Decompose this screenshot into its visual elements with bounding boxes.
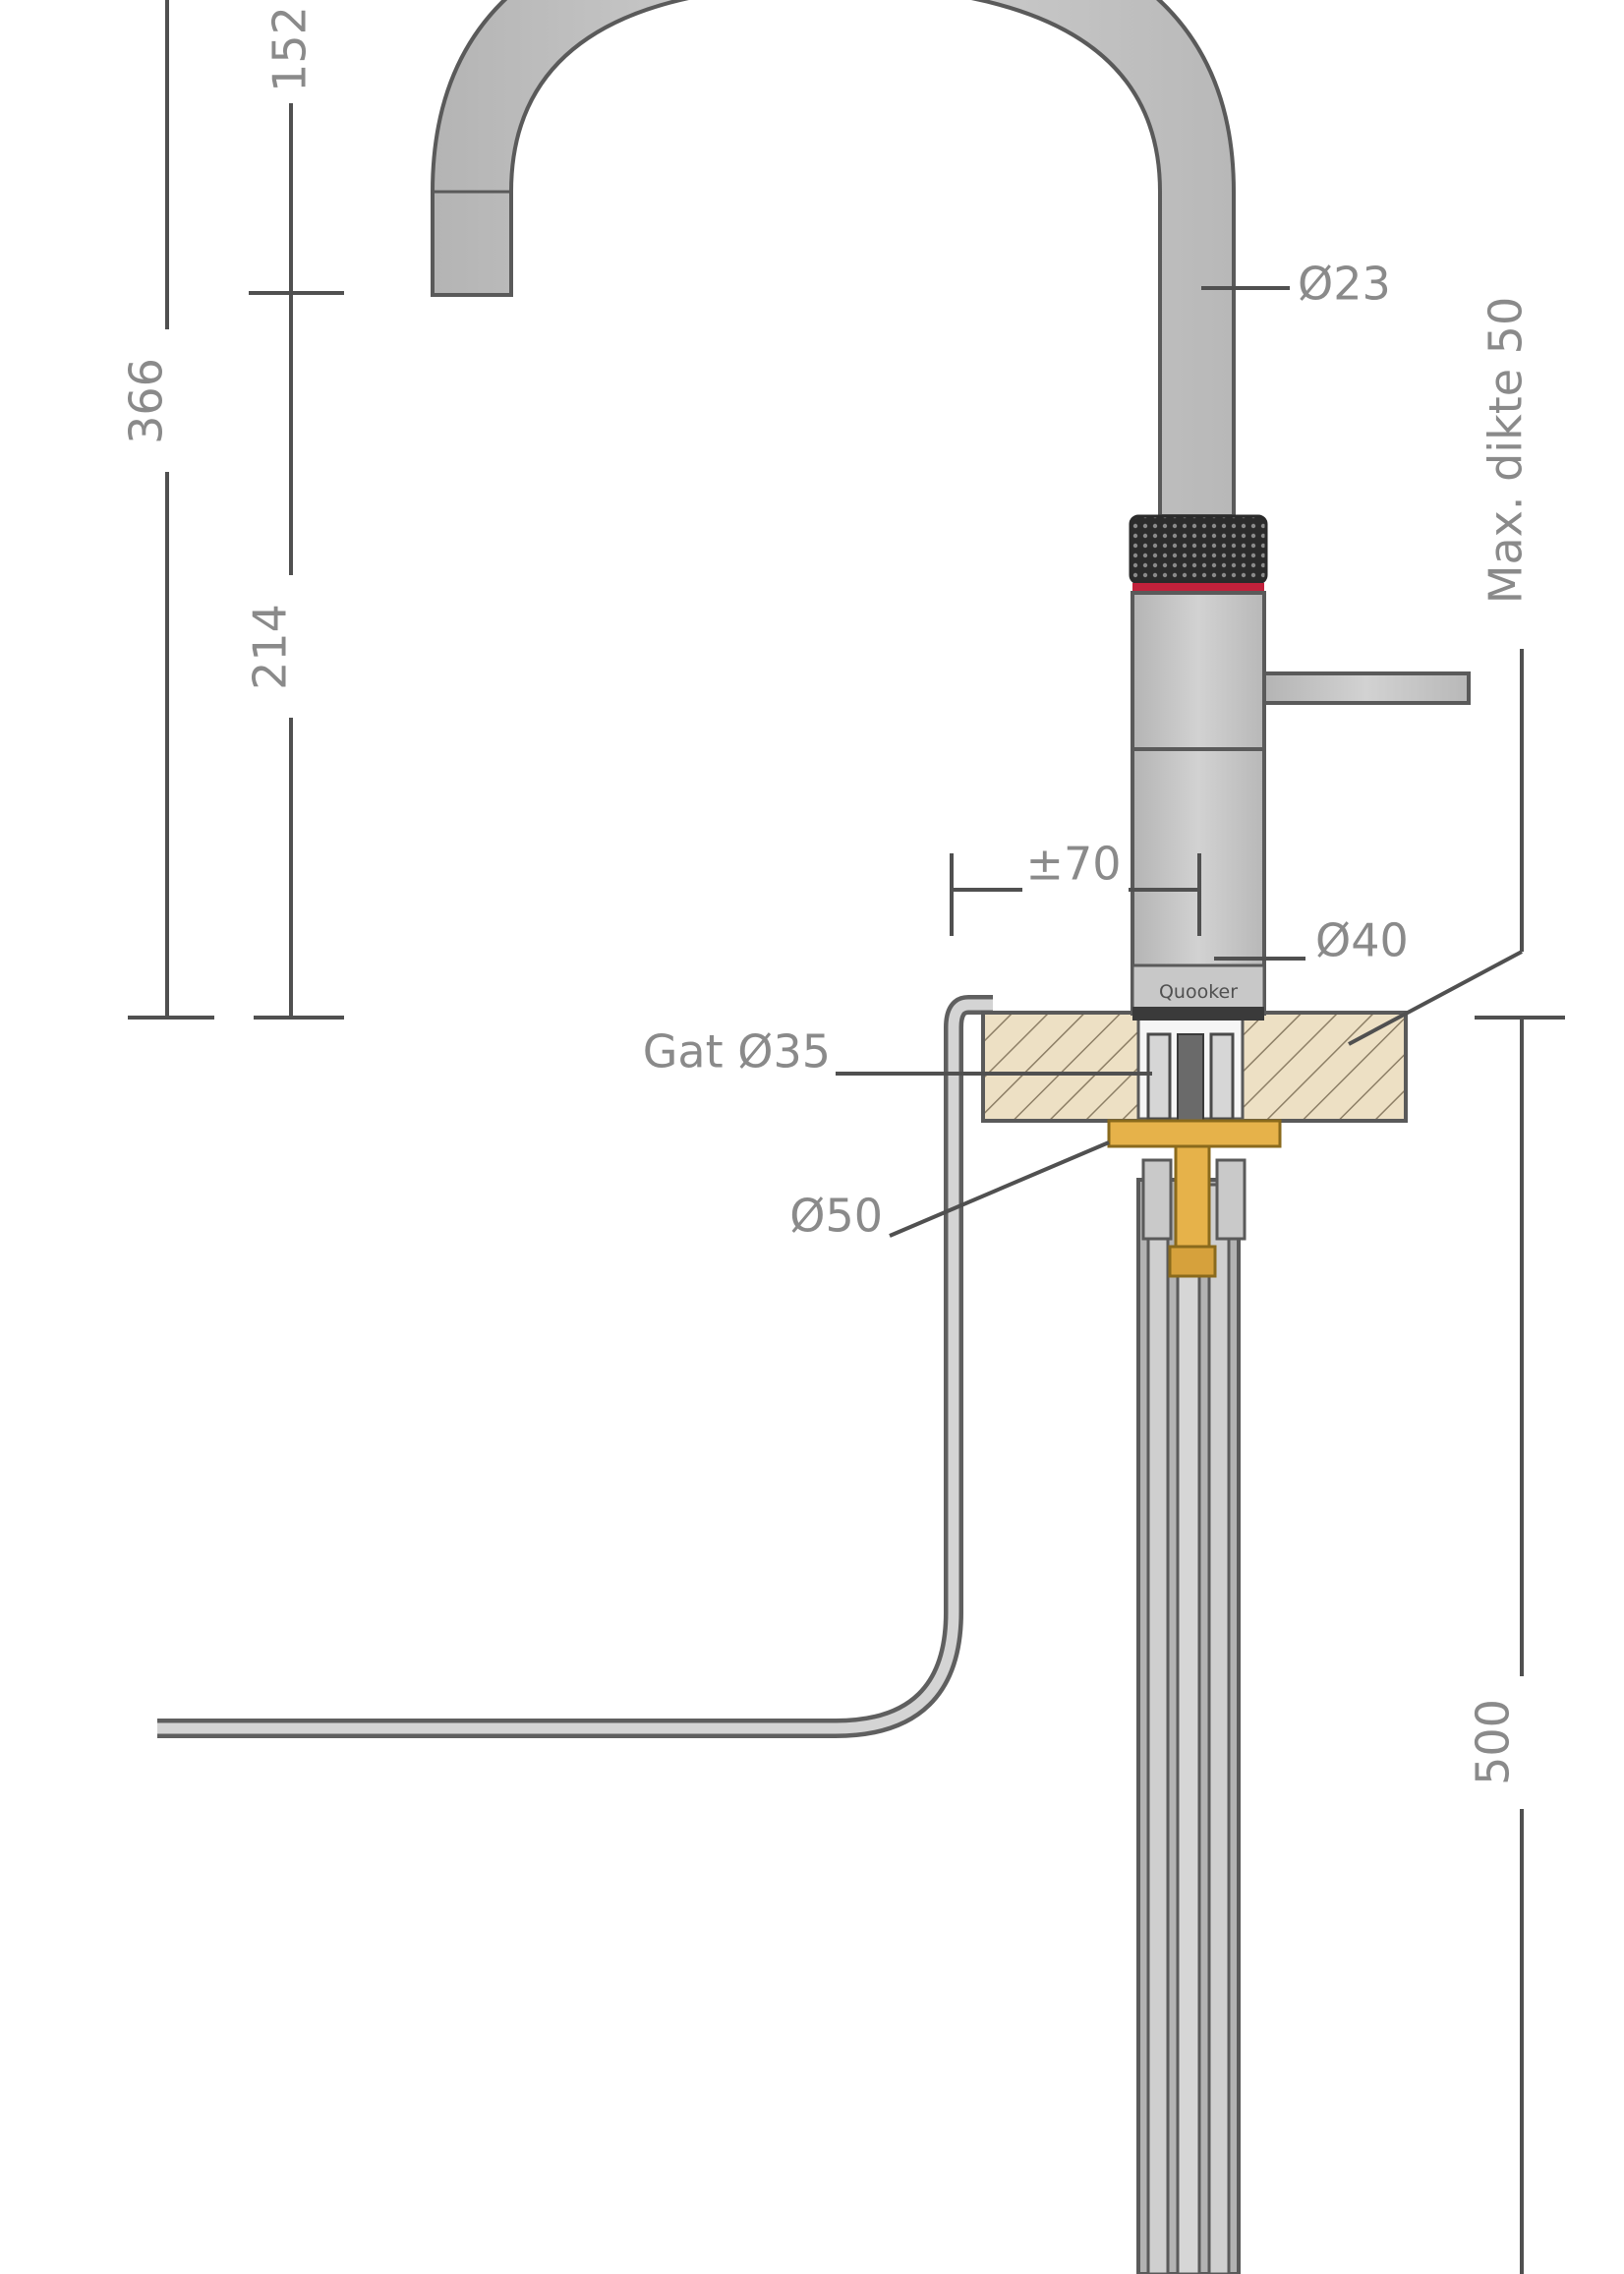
dimension-lines bbox=[128, 0, 1565, 2274]
tap-body: Quooker bbox=[1131, 591, 1266, 1020]
dimension-70: ±70 bbox=[1025, 838, 1121, 891]
dimension-214: 214 bbox=[244, 604, 297, 690]
dimension-152: 152 bbox=[263, 6, 317, 92]
dimension-d40: Ø40 bbox=[1315, 914, 1409, 967]
supply-pipes bbox=[1136, 1178, 1241, 2274]
brand-logo: Quooker bbox=[1159, 981, 1238, 1003]
flexible-hose bbox=[157, 995, 993, 1738]
dimension-d23: Ø23 bbox=[1298, 258, 1391, 311]
knurled-grip bbox=[1129, 514, 1268, 593]
mounting-plate bbox=[1107, 1119, 1282, 1278]
dimension-d50: Ø50 bbox=[789, 1190, 883, 1243]
dimension-366: 366 bbox=[120, 358, 173, 444]
dimension-hole: Gat Ø35 bbox=[643, 1025, 831, 1079]
dimension-500: 500 bbox=[1467, 1699, 1520, 1785]
dimension-labels: 152 366 214 Ø23 Max. dikte 50 ±70 Ø40 Ga… bbox=[120, 6, 1533, 1785]
dimension-max-thickness: Max. dikte 50 bbox=[1479, 297, 1533, 604]
lever-handle bbox=[1262, 671, 1471, 705]
tap-spout bbox=[431, 0, 1236, 518]
